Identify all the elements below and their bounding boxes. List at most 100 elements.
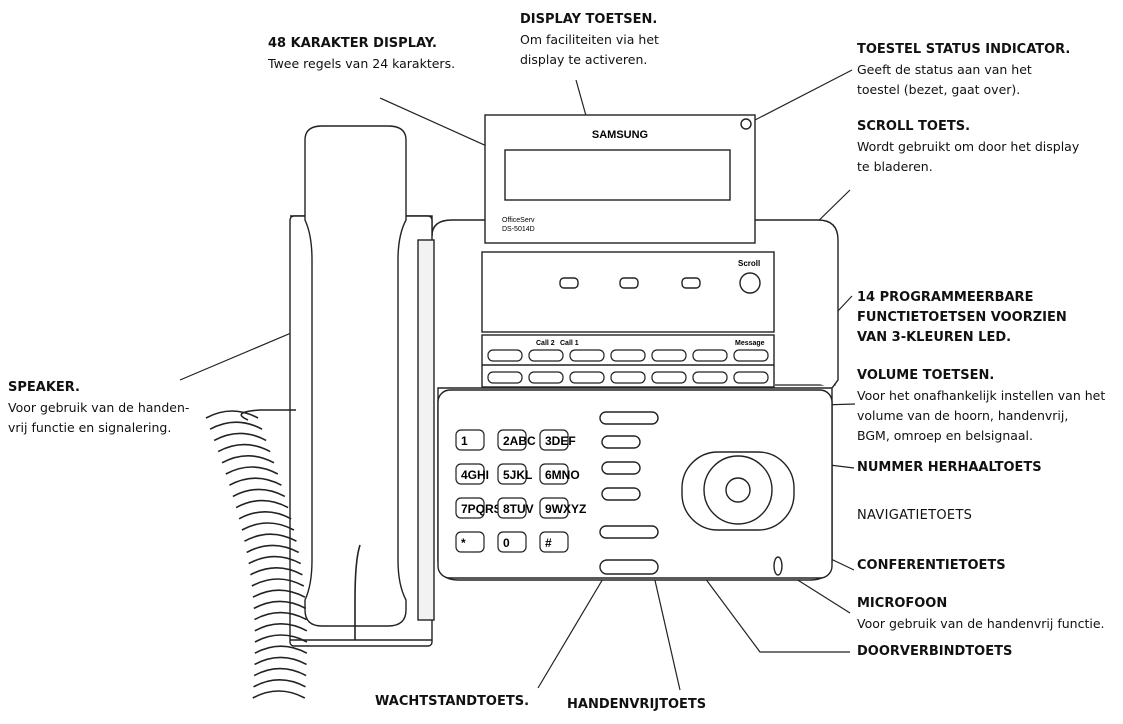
keypad-key-label: 9WXYZ: [545, 502, 586, 516]
label-prog-title2: FUNCTIETOETSEN VOORZIEN: [857, 310, 1067, 325]
label-48-display-title: 48 KARAKTER DISPLAY.: [268, 36, 437, 51]
model-line-2: DS-5014D: [502, 226, 535, 233]
keypad-key[interactable]: [455, 429, 485, 451]
programmable-key[interactable]: [651, 371, 687, 384]
label-prog-title1: 14 PROGRAMMEERBARE: [857, 290, 1034, 305]
keypad-key[interactable]: [497, 463, 527, 485]
keypad-key[interactable]: [497, 429, 527, 451]
programmable-keys: [487, 349, 769, 384]
leader-speaker: [179, 324, 311, 381]
label-conference: CONFERENTIETOETS: [857, 556, 1117, 576]
model-line-1: OfficeServ: [502, 217, 535, 224]
programmable-key[interactable]: [692, 349, 728, 362]
label-speaker: SPEAKER. Voor gebruik van de handen- vri…: [8, 378, 218, 438]
keypad-key-label: #: [545, 536, 552, 550]
label-transfer: DOORVERBINDTOETS: [857, 642, 1117, 662]
keypad-key[interactable]: [455, 531, 485, 553]
programmable-key[interactable]: [569, 349, 605, 362]
label-scroll-desc1: Wordt gebruikt om door het display: [857, 139, 1080, 154]
programmable-key[interactable]: [610, 371, 646, 384]
label-scroll-desc2: te bladeren.: [857, 159, 933, 174]
coiled-cord: [205, 409, 361, 699]
leader-handsfree: [653, 575, 681, 691]
label-scroll-title: SCROLL TOETS.: [857, 119, 971, 134]
label-volume-desc3: BGM, omroep en belsignaal.: [857, 428, 1034, 443]
programmable-key[interactable]: [651, 349, 687, 362]
label-volume: VOLUME TOETSEN. Voor het onafhankelijk i…: [857, 366, 1122, 446]
label-display-keys-desc1: Om faciliteiten via het: [520, 32, 659, 47]
transfer-key[interactable]: [601, 487, 641, 501]
keypad-key-label: 2ABC: [503, 434, 536, 448]
speaker-key[interactable]: [599, 559, 659, 575]
display-key-3[interactable]: [681, 277, 701, 289]
keypad-key[interactable]: [497, 531, 527, 553]
volume-key[interactable]: [599, 411, 659, 425]
keypad-key[interactable]: [539, 429, 569, 451]
keypad-key[interactable]: [455, 463, 485, 485]
label-conf-title: CONFERENTIETOETS: [857, 558, 1006, 573]
programmable-key[interactable]: [487, 349, 523, 362]
label-volume-desc1: Voor het onafhankelijk instellen van het: [857, 388, 1106, 403]
cord-tail: [354, 544, 361, 640]
label-hold-title: WACHTSTANDTOETS.: [375, 694, 530, 709]
programmable-key[interactable]: [569, 371, 605, 384]
display-key-2[interactable]: [619, 277, 639, 289]
label-status-title: TOESTEL STATUS INDICATOR.: [857, 42, 1071, 57]
microphone: [773, 556, 783, 576]
label-48-display: 48 KARAKTER DISPLAY. Twee regels van 24 …: [268, 34, 498, 74]
label-mic-desc: Voor gebruik van de handenvrij functie.: [857, 616, 1105, 631]
programmable-key[interactable]: [692, 371, 728, 384]
keypad-key[interactable]: [497, 497, 527, 519]
label-prog-title3: VAN 3-KLEUREN LED.: [857, 330, 1012, 345]
nav-ok-button[interactable]: [725, 477, 751, 503]
brand-text: SAMSUNG: [592, 129, 648, 141]
scroll-label: Scroll: [738, 259, 760, 268]
key-label-message: Message: [735, 340, 765, 347]
keypad-key[interactable]: [539, 497, 569, 519]
keypad-key-label: 3DEF: [545, 434, 576, 448]
key-label-call2: Call 2: [536, 340, 555, 347]
label-speaker-desc1: Voor gebruik van de handen-: [8, 400, 190, 415]
programmable-key[interactable]: [610, 349, 646, 362]
label-status-desc2: toestel (bezet, gaat over).: [857, 82, 1021, 97]
lower-keypad-section: [437, 389, 833, 579]
keypad-key-label: 5JKL: [503, 468, 532, 482]
cord-end: [240, 409, 296, 421]
label-handsfree: HANDENVRIJTOETS: [567, 695, 767, 715]
label-status-indicator: TOESTEL STATUS INDICATOR. Geeft de statu…: [857, 40, 1117, 100]
hold-key[interactable]: [599, 525, 659, 539]
label-handsfree-title: HANDENVRIJTOETS: [567, 697, 707, 712]
label-nav-title: NAVIGATIETOETS: [857, 508, 973, 523]
keypad-key[interactable]: [539, 531, 569, 553]
label-speaker-title: SPEAKER.: [8, 380, 80, 395]
conference-key[interactable]: [601, 461, 641, 475]
redial-key[interactable]: [601, 435, 641, 449]
programmable-key[interactable]: [528, 371, 564, 384]
keypad-key[interactable]: [539, 463, 569, 485]
programmable-key[interactable]: [487, 371, 523, 384]
keypad-key-label: 8TUV: [503, 502, 534, 516]
display-key-1[interactable]: [559, 277, 579, 289]
label-volume-desc2: volume van de hoorn, handenvrij,: [857, 408, 1069, 423]
programmable-key[interactable]: [528, 349, 564, 362]
lcd-screen: [504, 149, 731, 201]
label-mic-title: MICROFOON: [857, 596, 948, 611]
keypad-key-label: 1: [461, 434, 468, 448]
label-display-keys-desc2: display te activeren.: [520, 52, 648, 67]
programmable-key[interactable]: [733, 349, 769, 362]
scroll-button[interactable]: [739, 272, 761, 294]
cord-coils: [205, 410, 308, 699]
programmable-key[interactable]: [733, 371, 769, 384]
label-microphone: MICROFOON Voor gebruik van de handenvrij…: [857, 594, 1122, 634]
label-redial: NUMMER HERHAALTOETS: [857, 458, 1117, 478]
handset[interactable]: [304, 125, 407, 627]
keypad-key[interactable]: [455, 497, 485, 519]
label-display-keys-title: DISPLAY TOETSEN.: [520, 12, 658, 27]
status-led: [740, 118, 752, 130]
keypad-key-label: 4GHI: [461, 468, 489, 482]
label-redial-title: NUMMER HERHAALTOETS: [857, 460, 1042, 475]
cradle-side: [417, 239, 435, 621]
